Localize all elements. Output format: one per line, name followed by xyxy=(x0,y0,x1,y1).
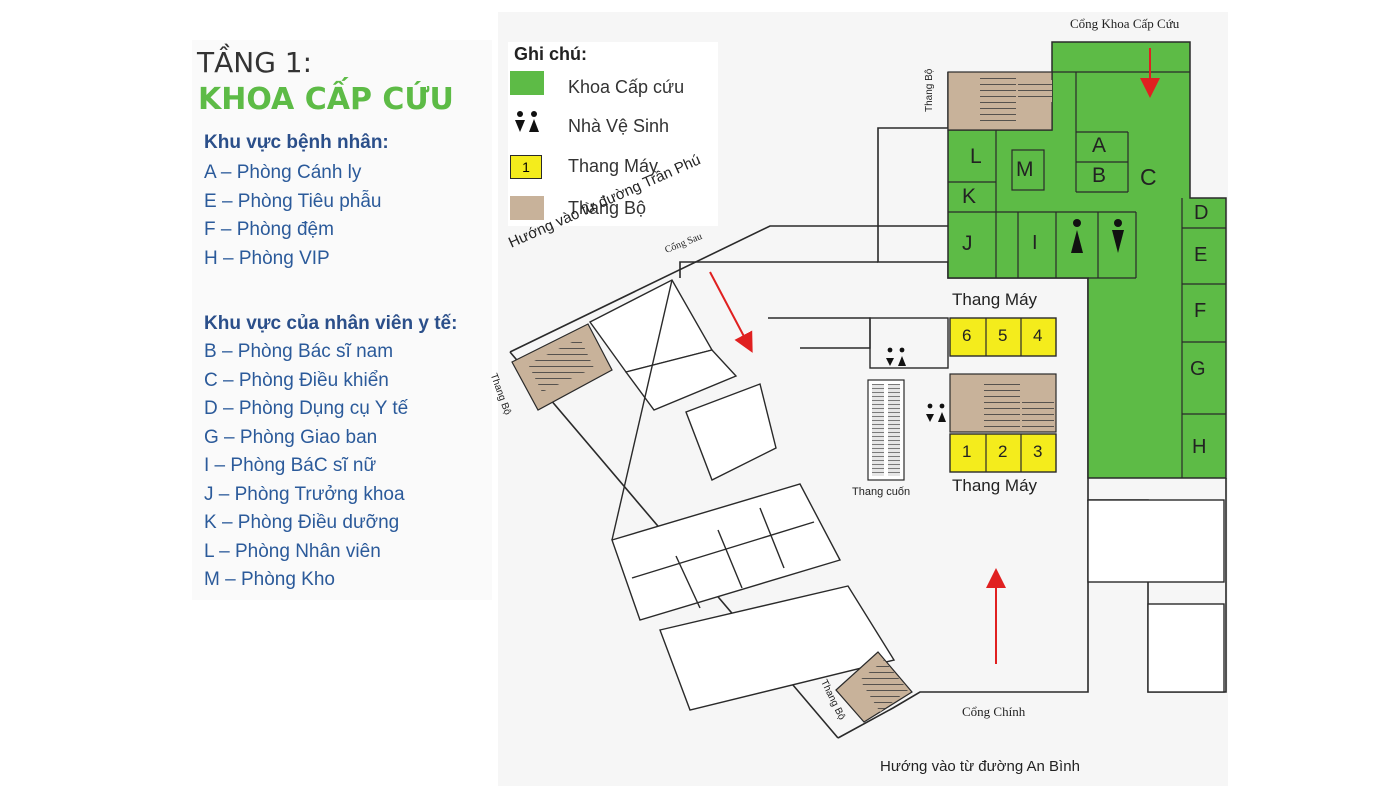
list-item: A – Phòng Cánh ly xyxy=(204,162,362,183)
room-j: J xyxy=(962,232,973,255)
legend-label-elevator: Thang Máy xyxy=(568,156,659,176)
escalator xyxy=(867,379,905,481)
list-item: K – Phòng Điều dưỡng xyxy=(204,512,400,533)
room-m: M xyxy=(1016,158,1034,181)
gate-main-label: Cổng Chính xyxy=(962,704,1026,719)
legend-swatch-elevator: 1 xyxy=(510,155,542,179)
room-a: A xyxy=(1092,134,1107,157)
stairs-middle xyxy=(949,373,1057,433)
staff-area-heading: Khu vực của nhân viên y tế: xyxy=(204,313,458,334)
legend-swatch-stairs xyxy=(510,196,544,220)
stairs-top xyxy=(947,71,1053,131)
restroom-icon xyxy=(510,110,544,134)
list-item: M – Phòng Kho xyxy=(204,569,335,590)
legend-label-emergency: Khoa Cấp cứu xyxy=(568,77,685,97)
elevator-2: 2 xyxy=(998,442,1008,461)
elevator-bottom-label: Thang Máy xyxy=(952,476,1038,495)
room-i: I xyxy=(1032,232,1038,254)
gate-emergency-label: Cổng Khoa Cấp Cứu xyxy=(1070,16,1180,31)
patient-area-heading: Khu vực bệnh nhân: xyxy=(204,132,389,153)
elevator-group-top xyxy=(949,317,1057,357)
elevator-6: 6 xyxy=(962,326,972,345)
legend-title: Ghi chú: xyxy=(514,44,587,64)
patient-room-list: A – Phòng Cánh ly E – Phòng Tiêu phẫu F … xyxy=(204,159,381,273)
room-e: E xyxy=(1194,244,1208,266)
right-lower-rooms xyxy=(1087,499,1225,693)
list-item: B – Phòng Bác sĩ nam xyxy=(204,341,394,362)
list-item: J – Phòng Trưởng khoa xyxy=(204,483,405,505)
elevator-5: 5 xyxy=(998,326,1008,345)
stairs-bottom xyxy=(835,651,913,723)
room-c: C xyxy=(1140,164,1157,190)
room-l: L xyxy=(970,145,982,168)
elevator-3: 3 xyxy=(1033,442,1043,461)
elevator-group-bottom xyxy=(949,433,1057,473)
emergency-department-block xyxy=(947,41,1227,479)
legend-label-stairs: Thang Bộ xyxy=(568,198,647,218)
room-f: F xyxy=(1194,300,1207,322)
department-title: KHOA CẤP CỨU xyxy=(198,82,454,117)
restroom-icon xyxy=(886,347,946,422)
list-item: E – Phòng Tiêu phẫu xyxy=(204,190,382,212)
list-item: L – Phòng Nhân viên xyxy=(204,540,381,562)
room-d: D xyxy=(1194,202,1209,224)
list-item: C – Phòng Điều khiển xyxy=(204,369,389,391)
room-k: K xyxy=(962,185,977,208)
room-g: G xyxy=(1190,358,1206,380)
elevator-top-label: Thang Máy xyxy=(952,290,1038,309)
stairs-left xyxy=(511,323,613,411)
legend-label-restroom: Nhà Vệ Sinh xyxy=(568,116,670,136)
restroom-icon xyxy=(1071,219,1124,253)
direction-arrows xyxy=(709,48,1160,664)
room-b: B xyxy=(1092,164,1107,187)
elevator-4: 4 xyxy=(1033,326,1043,345)
floor-title: TẦNG 1: xyxy=(197,46,313,79)
central-corridor xyxy=(768,317,949,369)
wing-rooms xyxy=(588,279,896,711)
list-item: F – Phòng đệm xyxy=(204,219,334,240)
road-an-binh-label: Hướng vào từ đường An Bình xyxy=(880,758,1080,775)
room-index-panel xyxy=(192,40,492,600)
escalator-label: Thang cuốn xyxy=(852,486,911,498)
legend-swatch-emergency xyxy=(510,71,544,95)
list-item: D – Phòng Dụng cụ Y tế xyxy=(204,398,409,419)
list-item: H – Phòng VIP xyxy=(204,247,330,269)
stairs-top-label: Thang Bộ xyxy=(924,68,935,112)
list-item: G – Phòng Giao ban xyxy=(204,426,378,448)
elevator-1: 1 xyxy=(962,442,972,461)
list-item: I – Phòng BáC sĩ nữ xyxy=(204,455,377,476)
staff-room-list: B – Phòng Bác sĩ nam C – Phòng Điều khiể… xyxy=(204,338,408,595)
room-h: H xyxy=(1192,436,1207,458)
